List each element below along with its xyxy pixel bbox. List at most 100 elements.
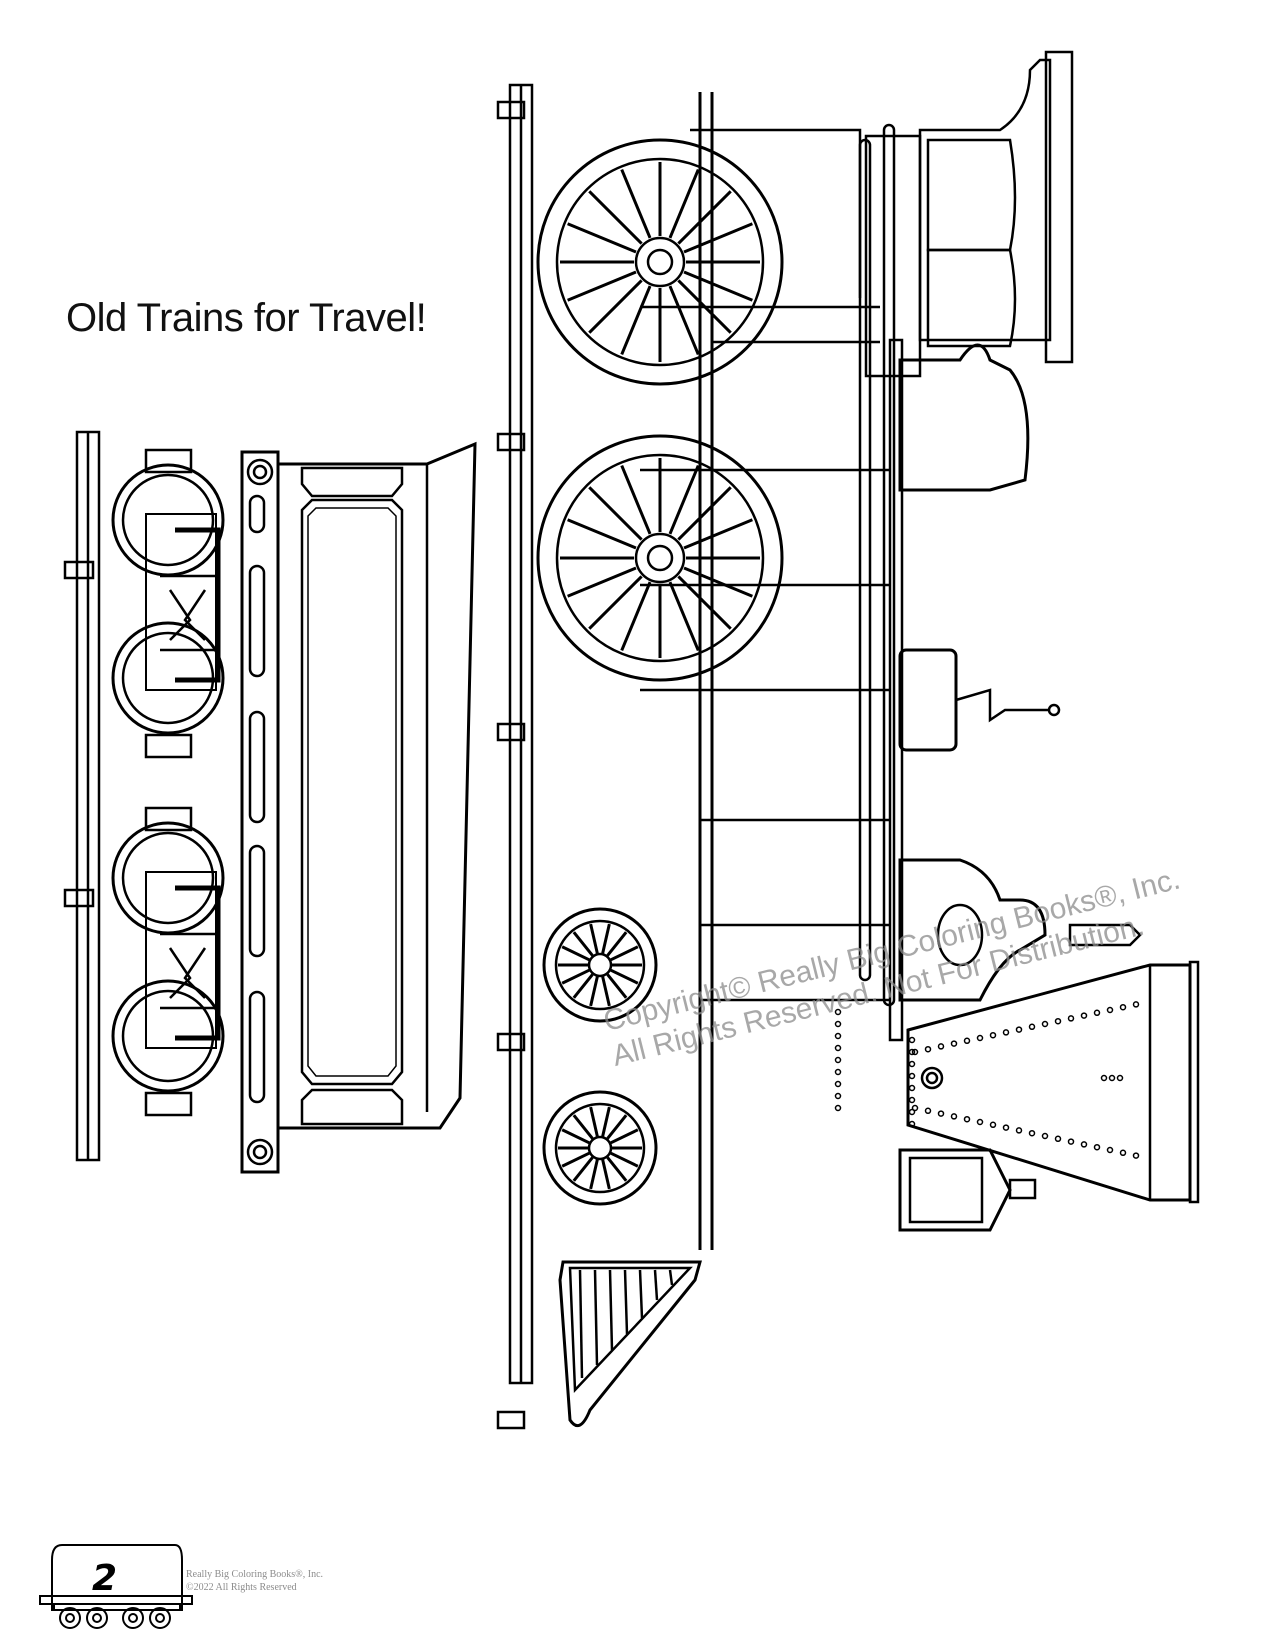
driving-wheel-1-spoke: [567, 222, 637, 254]
driving-wheel-2-spoke: [567, 518, 637, 550]
rivet: [1108, 1074, 1116, 1082]
rivet: [1054, 1135, 1062, 1143]
rivet: [1080, 1012, 1088, 1019]
rivet: [1028, 1023, 1036, 1031]
rivet: [834, 1056, 842, 1064]
driving-wheel-2: [536, 434, 784, 682]
leading-wheel-2: [542, 1090, 658, 1206]
tender-bogie-bottom: [111, 806, 225, 1117]
rivet: [1116, 1074, 1124, 1082]
driving-wheel-1-spoke: [668, 169, 700, 239]
rivet: [1132, 1001, 1140, 1008]
driving-wheel-2-spoke: [683, 566, 753, 598]
page-title: Old Trains for Travel!: [66, 296, 427, 340]
rivet: [908, 1036, 916, 1044]
leading-wheel-1-spoke: [589, 923, 599, 954]
leading-wheel-2-spoke: [610, 1151, 639, 1168]
driving-wheel-1-spoke: [567, 270, 637, 302]
rivet: [963, 1115, 971, 1123]
leading-wheel-1-spoke: [572, 931, 594, 957]
leading-wheel-1-spoke: [601, 976, 611, 1007]
rivet: [1119, 1003, 1127, 1011]
rivet: [834, 1008, 842, 1016]
rivet: [924, 1045, 932, 1053]
driving-wheel-1-spoke: [588, 279, 643, 334]
rivet: [1106, 1146, 1114, 1154]
rivet: [834, 1068, 842, 1076]
driving-wheel-1-spoke: [588, 190, 643, 245]
rivet: [924, 1107, 932, 1115]
sand-dome: [898, 648, 1061, 752]
leading-wheel-2-spoke: [606, 1114, 628, 1140]
driving-wheel-2-spoke: [668, 581, 700, 651]
driving-wheel-1-spoke: [677, 279, 732, 334]
rivet: [989, 1121, 997, 1129]
driving-wheel-1-spoke: [677, 190, 732, 245]
rivet: [1119, 1149, 1127, 1157]
rivet: [976, 1118, 984, 1126]
rivet: [908, 1048, 916, 1056]
driving-wheel-1: [536, 138, 784, 386]
rivet: [1067, 1015, 1075, 1022]
leading-wheel-2-spoke: [572, 1114, 594, 1140]
rivet: [1028, 1129, 1036, 1137]
leading-wheel-2-spoke: [606, 1156, 628, 1182]
leading-wheel-2-spoke: [561, 1151, 590, 1168]
rivet: [908, 1096, 916, 1104]
rivet: [908, 1072, 916, 1080]
driving-wheel-2-spoke: [620, 465, 652, 535]
rivet: [1002, 1124, 1010, 1131]
credit-line-publisher: Really Big Coloring Books®, Inc.: [186, 1569, 324, 1580]
rivet: [1093, 1143, 1101, 1151]
driving-wheel-2-spoke: [567, 566, 637, 598]
leading-wheel-2-spoke: [601, 1106, 611, 1137]
rivet: [908, 1060, 916, 1068]
driving-wheel-2-spoke: [683, 518, 753, 550]
rivet: [950, 1040, 958, 1047]
rivet: [937, 1043, 945, 1050]
rivet: [1041, 1020, 1049, 1028]
rivet: [1067, 1138, 1075, 1145]
driving-wheel-1-spoke: [668, 285, 700, 355]
rivet: [1002, 1029, 1010, 1036]
tender-car: [240, 441, 477, 1174]
page-number: 2: [92, 1558, 118, 1599]
bell: [898, 858, 1142, 1002]
footer-credit: Really Big Coloring Books®, Inc. ©2022 A…: [186, 1568, 323, 1594]
driving-wheel-1-spoke: [683, 270, 753, 302]
rivet: [950, 1113, 958, 1120]
steam-dome: [898, 343, 1030, 492]
driving-wheel-2-spoke: [588, 486, 643, 541]
rivet: [834, 1080, 842, 1088]
rivet: [908, 1120, 916, 1128]
leading-wheel-2-spoke: [589, 1106, 599, 1137]
leading-wheel-1-spoke: [572, 973, 594, 999]
rivet: [1132, 1152, 1140, 1159]
driving-wheel-1-spoke: [620, 285, 652, 355]
rivet: [834, 1104, 842, 1112]
leading-wheel-1-spoke: [561, 945, 590, 962]
rivet: [1093, 1009, 1101, 1017]
locomotive-body: [640, 50, 1074, 1250]
rivet: [834, 1020, 842, 1028]
tender-bogie-top: [111, 448, 225, 759]
leading-wheel-2-spoke: [561, 1128, 590, 1145]
rivet: [911, 1048, 919, 1056]
rivet: [937, 1110, 945, 1117]
driving-wheel-2-spoke: [620, 581, 652, 651]
leading-wheel-1-spoke: [606, 973, 628, 999]
leading-wheel-1-spoke: [601, 923, 611, 954]
rivet: [1015, 1026, 1023, 1033]
smokestack: [906, 960, 1200, 1204]
driving-wheel-1-spoke: [683, 222, 753, 254]
rivet: [908, 1108, 916, 1116]
leading-wheel-2-spoke: [589, 1159, 599, 1190]
rivet: [1080, 1141, 1088, 1148]
locomotive-rails: [496, 83, 534, 1430]
rivet: [834, 1044, 842, 1052]
rivet: [834, 1092, 842, 1100]
rivet: [911, 1104, 919, 1112]
rivet: [1100, 1074, 1108, 1082]
headlamp: [898, 1148, 1037, 1232]
